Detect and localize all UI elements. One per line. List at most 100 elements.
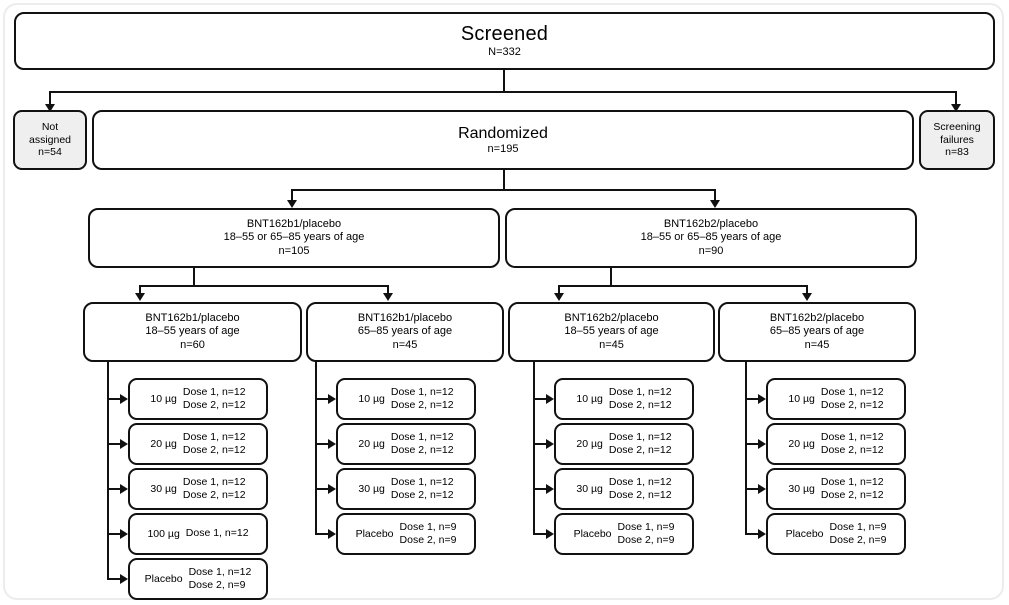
tier2-count: n=105: [278, 244, 310, 257]
arrow-col1-arm1: [120, 394, 128, 404]
arrow-tier3-col1: [135, 293, 145, 301]
connector-col3-spine: [533, 362, 535, 534]
randomized-box: Randomized n=195: [92, 110, 914, 170]
connector-col2-arm1: [315, 398, 329, 400]
connector-col1-arm3: [107, 488, 121, 490]
connector-to-not-assigned: [49, 91, 51, 105]
arrow-col3-arm2: [546, 439, 554, 449]
tier2-box-bnt162b2: BNT162b2/placebo 18–55 or 65–85 years of…: [505, 208, 917, 268]
not-assigned-count: n=54: [38, 146, 62, 159]
dose-counts: Dose 1, n=12 Dose 2, n=12: [821, 431, 884, 458]
connector-col2-arm4: [315, 533, 329, 535]
dose-counts: Dose 1, n=9 Dose 2, n=9: [618, 521, 675, 548]
connector-col4-spine: [745, 362, 747, 534]
connector-screened-bar: [49, 91, 957, 93]
dose-box: 10 µg Dose 1, n=12 Dose 2, n=12: [336, 378, 476, 420]
tier2-count: n=90: [698, 244, 724, 257]
connector-screened-stem: [503, 70, 505, 92]
dose-box: 30 µg Dose 1, n=12 Dose 2, n=12: [336, 468, 476, 510]
dose-box: 20 µg Dose 1, n=12 Dose 2, n=12: [554, 423, 694, 465]
tier3-count: n=45: [804, 338, 830, 351]
dose-box: 10 µg Dose 1, n=12 Dose 2, n=12: [766, 378, 906, 420]
not-assigned-box: Not assigned n=54: [13, 110, 87, 170]
dose2-count: Dose 2, n=12: [608, 399, 672, 411]
dose1-count: Dose 1, n=9: [829, 520, 887, 533]
arrow-col4-arm1: [758, 394, 766, 404]
tier2-age: 18–55 or 65–85 years of age: [640, 231, 782, 244]
arrow-col4-arm3: [758, 484, 766, 494]
connector-col1-arm4: [107, 533, 121, 535]
dose1-count: Dose 1, n=12: [820, 430, 884, 443]
arrow-tier2-left: [287, 200, 297, 208]
connector-b1-stem: [193, 268, 195, 286]
randomized-count: n=195: [487, 143, 519, 156]
dose-label: 20 µg: [358, 438, 385, 450]
dose-label: 20 µg: [150, 438, 177, 450]
connector-b2-left: [558, 285, 560, 294]
arrow-col2-arm1: [328, 394, 336, 404]
connector-col4-arm1: [745, 398, 759, 400]
dose2-count: Dose 2, n=12: [182, 399, 246, 411]
dose1-count: Dose 1, n=12: [390, 385, 454, 398]
connector-b1-left: [139, 285, 141, 294]
tier2-box-bnt162b1: BNT162b1/placebo 18–55 or 65–85 years of…: [88, 208, 500, 268]
dose-box: 10 µg Dose 1, n=12 Dose 2, n=12: [554, 378, 694, 420]
dose-box: Placebo Dose 1, n=9 Dose 2, n=9: [336, 513, 476, 555]
dose2-count: Dose 2, n=9: [617, 534, 675, 546]
arrow-col2-arm2: [328, 439, 336, 449]
connector-col2-spine: [315, 362, 317, 534]
dose-counts: Dose 1, n=12 Dose 2, n=12: [183, 386, 246, 413]
dose-label: Placebo: [144, 573, 183, 585]
arrow-col1-arm3: [120, 484, 128, 494]
connector-col1-arm1: [107, 398, 121, 400]
dose-counts: Dose 1, n=12 Dose 2, n=12: [609, 431, 672, 458]
tier3-count: n=45: [392, 338, 418, 351]
dose-counts: Dose 1, n=12: [186, 527, 249, 540]
connector-b1-bar: [139, 285, 389, 287]
dose1-count: Dose 1, n=12: [608, 385, 672, 398]
dose1-count: Dose 1, n=12: [185, 527, 249, 540]
tier3-name: BNT162b1/placebo: [357, 311, 453, 324]
connector-b2-bar: [558, 285, 808, 287]
dose1-count: Dose 1, n=12: [608, 475, 672, 488]
connector-col1-arm2: [107, 443, 121, 445]
dose2-count: Dose 2, n=12: [608, 444, 672, 456]
dose-box: 20 µg Dose 1, n=12 Dose 2, n=12: [128, 423, 268, 465]
dose1-count: Dose 1, n=12: [182, 430, 246, 443]
dose-box: 20 µg Dose 1, n=12 Dose 2, n=12: [766, 423, 906, 465]
dose2-count: Dose 2, n=12: [820, 399, 884, 411]
dose1-count: Dose 1, n=12: [820, 475, 884, 488]
connector-col4-arm3: [745, 488, 759, 490]
tier2-name: BNT162b2/placebo: [663, 217, 759, 230]
connector-randomized-left: [291, 189, 293, 201]
dose-label: 10 µg: [150, 393, 177, 405]
tier3-name: BNT162b2/placebo: [769, 311, 865, 324]
dose-counts: Dose 1, n=9 Dose 2, n=9: [830, 521, 887, 548]
tier3-age: 18–55 years of age: [145, 325, 240, 338]
dose1-count: Dose 1, n=12: [608, 430, 672, 443]
dose2-count: Dose 2, n=12: [390, 444, 454, 456]
connector-col1-spine: [107, 362, 109, 579]
screened-box: Screened N=332: [14, 12, 995, 70]
connector-randomized-bar: [291, 189, 716, 191]
arrow-screening-failures: [951, 104, 961, 112]
arrow-col4-arm2: [758, 439, 766, 449]
tier3-name: BNT162b1/placebo: [145, 311, 240, 324]
dose1-count: Dose 1, n=12: [390, 475, 454, 488]
screening-failures-line1: Screening: [933, 120, 981, 133]
dose-counts: Dose 1, n=12 Dose 2, n=9: [189, 566, 252, 593]
dose-box: 30 µg Dose 1, n=12 Dose 2, n=12: [766, 468, 906, 510]
dose-label: 10 µg: [788, 393, 815, 405]
connector-randomized-right: [714, 189, 716, 201]
dose2-count: Dose 2, n=12: [182, 489, 246, 501]
dose-label: Placebo: [355, 528, 394, 540]
dose-counts: Dose 1, n=12 Dose 2, n=12: [609, 386, 672, 413]
arrow-col4-arm4: [758, 529, 766, 539]
dose-box: Placebo Dose 1, n=12 Dose 2, n=9: [128, 558, 268, 600]
dose2-count: Dose 2, n=12: [820, 444, 884, 456]
arrow-col1-arm4: [120, 529, 128, 539]
dose2-count: Dose 2, n=12: [182, 444, 246, 456]
arrow-tier3-col2: [383, 293, 393, 301]
connector-col4-arm2: [745, 443, 759, 445]
dose1-count: Dose 1, n=12: [188, 565, 252, 578]
